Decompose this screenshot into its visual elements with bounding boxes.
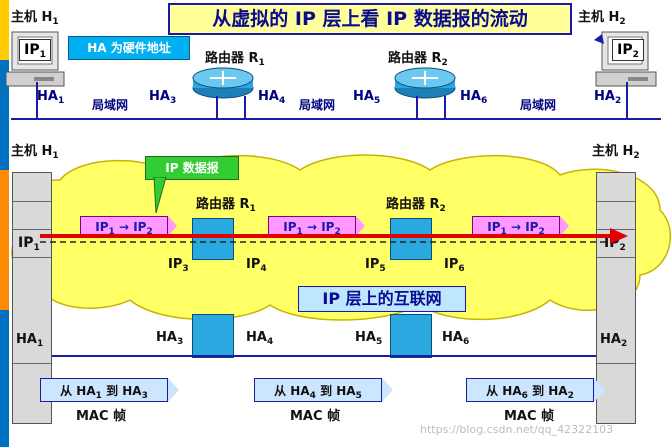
router-r2-lower bbox=[390, 314, 432, 358]
top-h2-drop bbox=[626, 82, 628, 118]
bottom-ip1: IP1 bbox=[18, 235, 40, 253]
router-r1-lower bbox=[192, 314, 234, 358]
top-ha2: HA2 bbox=[594, 89, 622, 106]
top-h1-drop bbox=[36, 82, 38, 118]
bottom-ha4: HA4 bbox=[246, 330, 274, 347]
bottom-host2-label: 主机 H2 bbox=[592, 144, 640, 161]
mac-frame-3: 从 HA6 到 HA2 bbox=[466, 378, 594, 402]
packet-1-tail bbox=[168, 216, 177, 236]
mac-frame-1-caption: MAC 帧 bbox=[76, 409, 127, 424]
left-accent-bar bbox=[0, 0, 9, 447]
router-r1-icon bbox=[192, 67, 254, 99]
top-ha1: HA1 bbox=[37, 89, 65, 106]
router-r2-icon bbox=[394, 67, 456, 99]
bottom-router1-label: 路由器 R1 bbox=[196, 197, 256, 214]
mac-frame-3-tail bbox=[594, 378, 605, 402]
packet-3-tail bbox=[560, 216, 569, 236]
packet-2-tail bbox=[356, 216, 365, 236]
mac-frame-1: 从 HA1 到 HA3 bbox=[40, 378, 168, 402]
bottom-ha1: HA1 bbox=[16, 332, 44, 349]
bottom-router2-label: 路由器 R2 bbox=[386, 197, 446, 214]
ip-datagram-callout: IP 数据报 bbox=[145, 156, 239, 180]
top-r2-drop-a bbox=[416, 96, 418, 118]
watermark: https://blog.csdn.net/qq_42322103 bbox=[420, 423, 614, 436]
top-host2-label: 主机 H2 bbox=[578, 10, 626, 27]
top-lan1-label: 局域网 bbox=[92, 98, 129, 112]
page-title: 从虚拟的 IP 层上看 IP 数据报的流动 bbox=[168, 3, 572, 35]
bottom-lan-baseline bbox=[52, 355, 596, 357]
packet-2: IP1 → IP2 bbox=[268, 216, 356, 237]
top-router1-label: 路由器 R1 bbox=[205, 51, 265, 68]
top-r2-drop-b bbox=[444, 96, 446, 118]
top-r1-drop-b bbox=[244, 96, 246, 118]
top-ip1-box: IP1 bbox=[19, 39, 51, 61]
top-ha6: HA6 bbox=[460, 89, 488, 106]
top-host1-label: 主机 H1 bbox=[11, 10, 59, 27]
mac-frame-2-tail bbox=[382, 378, 393, 402]
mac-frame-2: 从 HA4 到 HA5 bbox=[254, 378, 382, 402]
top-ip2-box: IP2 bbox=[612, 39, 644, 61]
top-ha5: HA5 bbox=[353, 89, 381, 106]
cloud-label: IP 层上的互联网 bbox=[298, 286, 466, 312]
top-r1-drop-a bbox=[216, 96, 218, 118]
mac-frame-1-tail bbox=[168, 378, 179, 402]
bottom-ha6: HA6 bbox=[442, 330, 470, 347]
top-router2-label: 路由器 R2 bbox=[388, 51, 448, 68]
bottom-ip4: IP4 bbox=[246, 257, 267, 274]
ip-datagram-pointer bbox=[153, 177, 167, 214]
ip-flow-arrow bbox=[40, 228, 628, 244]
mac-frame-2-caption: MAC 帧 bbox=[290, 409, 341, 424]
ha-callout: HA 为硬件地址 bbox=[68, 36, 190, 60]
router-r2-box bbox=[390, 218, 432, 260]
top-lan-baseline bbox=[11, 118, 661, 120]
top-lan3-label: 局域网 bbox=[520, 98, 557, 112]
bottom-ha3: HA3 bbox=[156, 330, 184, 347]
top-ha3: HA3 bbox=[149, 89, 177, 106]
router-r1-box bbox=[192, 218, 234, 260]
bottom-ha5: HA5 bbox=[355, 330, 383, 347]
top-ha4: HA4 bbox=[258, 89, 286, 106]
mac-frame-3-caption: MAC 帧 bbox=[504, 409, 555, 424]
bottom-ip6: IP6 bbox=[444, 257, 465, 274]
bottom-ip3: IP3 bbox=[168, 257, 189, 274]
bottom-host1-label: 主机 H1 bbox=[11, 144, 59, 161]
top-lan2-label: 局域网 bbox=[299, 98, 336, 112]
bottom-ip5: IP5 bbox=[365, 257, 386, 274]
bottom-ha2: HA2 bbox=[600, 332, 628, 349]
